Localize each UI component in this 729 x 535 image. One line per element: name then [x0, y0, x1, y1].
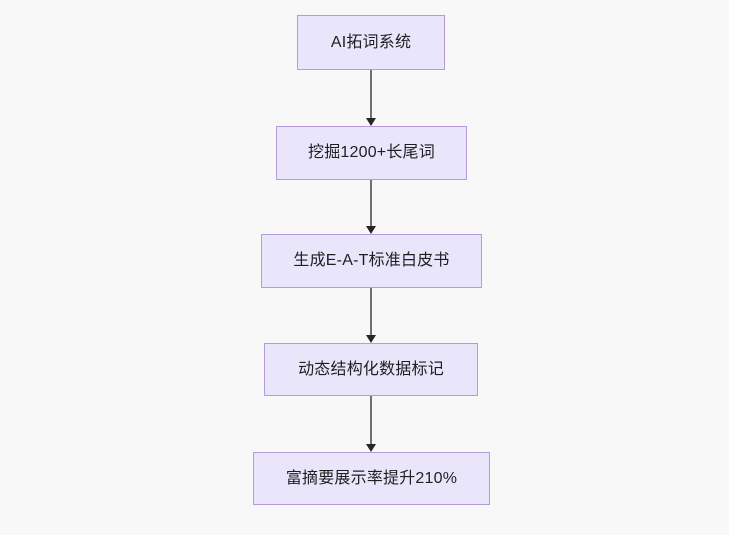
flow-node-rich-snippet-impression-uplift[interactable]: 富摘要展示率提升210% [253, 452, 490, 505]
flow-node-dynamic-structured-data-markup[interactable]: 动态结构化数据标记 [264, 343, 478, 396]
flow-node-label: 动态结构化数据标记 [298, 360, 444, 378]
arrowhead-n2-n3 [366, 226, 376, 234]
edge-n3-n4 [370, 288, 372, 335]
edge-n4-n5 [370, 396, 372, 444]
arrowhead-n1-n2 [366, 118, 376, 126]
flow-node-label: 生成E-A-T标准白皮书 [293, 252, 450, 270]
edge-n1-n2 [370, 70, 372, 118]
arrowhead-n4-n5 [366, 444, 376, 452]
flow-node-label: 挖掘1200+长尾词 [308, 144, 435, 162]
flow-node-label: 富摘要展示率提升210% [285, 469, 458, 487]
flow-node-ai-keyword-system[interactable]: AI拓词系统 [297, 15, 445, 70]
flow-node-label: AI拓词系统 [330, 33, 412, 51]
arrowhead-n3-n4 [366, 335, 376, 343]
edge-n2-n3 [370, 180, 372, 226]
flow-node-mine-longtail-keywords[interactable]: 挖掘1200+长尾词 [276, 126, 467, 180]
flow-node-generate-eat-whitepaper[interactable]: 生成E-A-T标准白皮书 [261, 234, 482, 288]
